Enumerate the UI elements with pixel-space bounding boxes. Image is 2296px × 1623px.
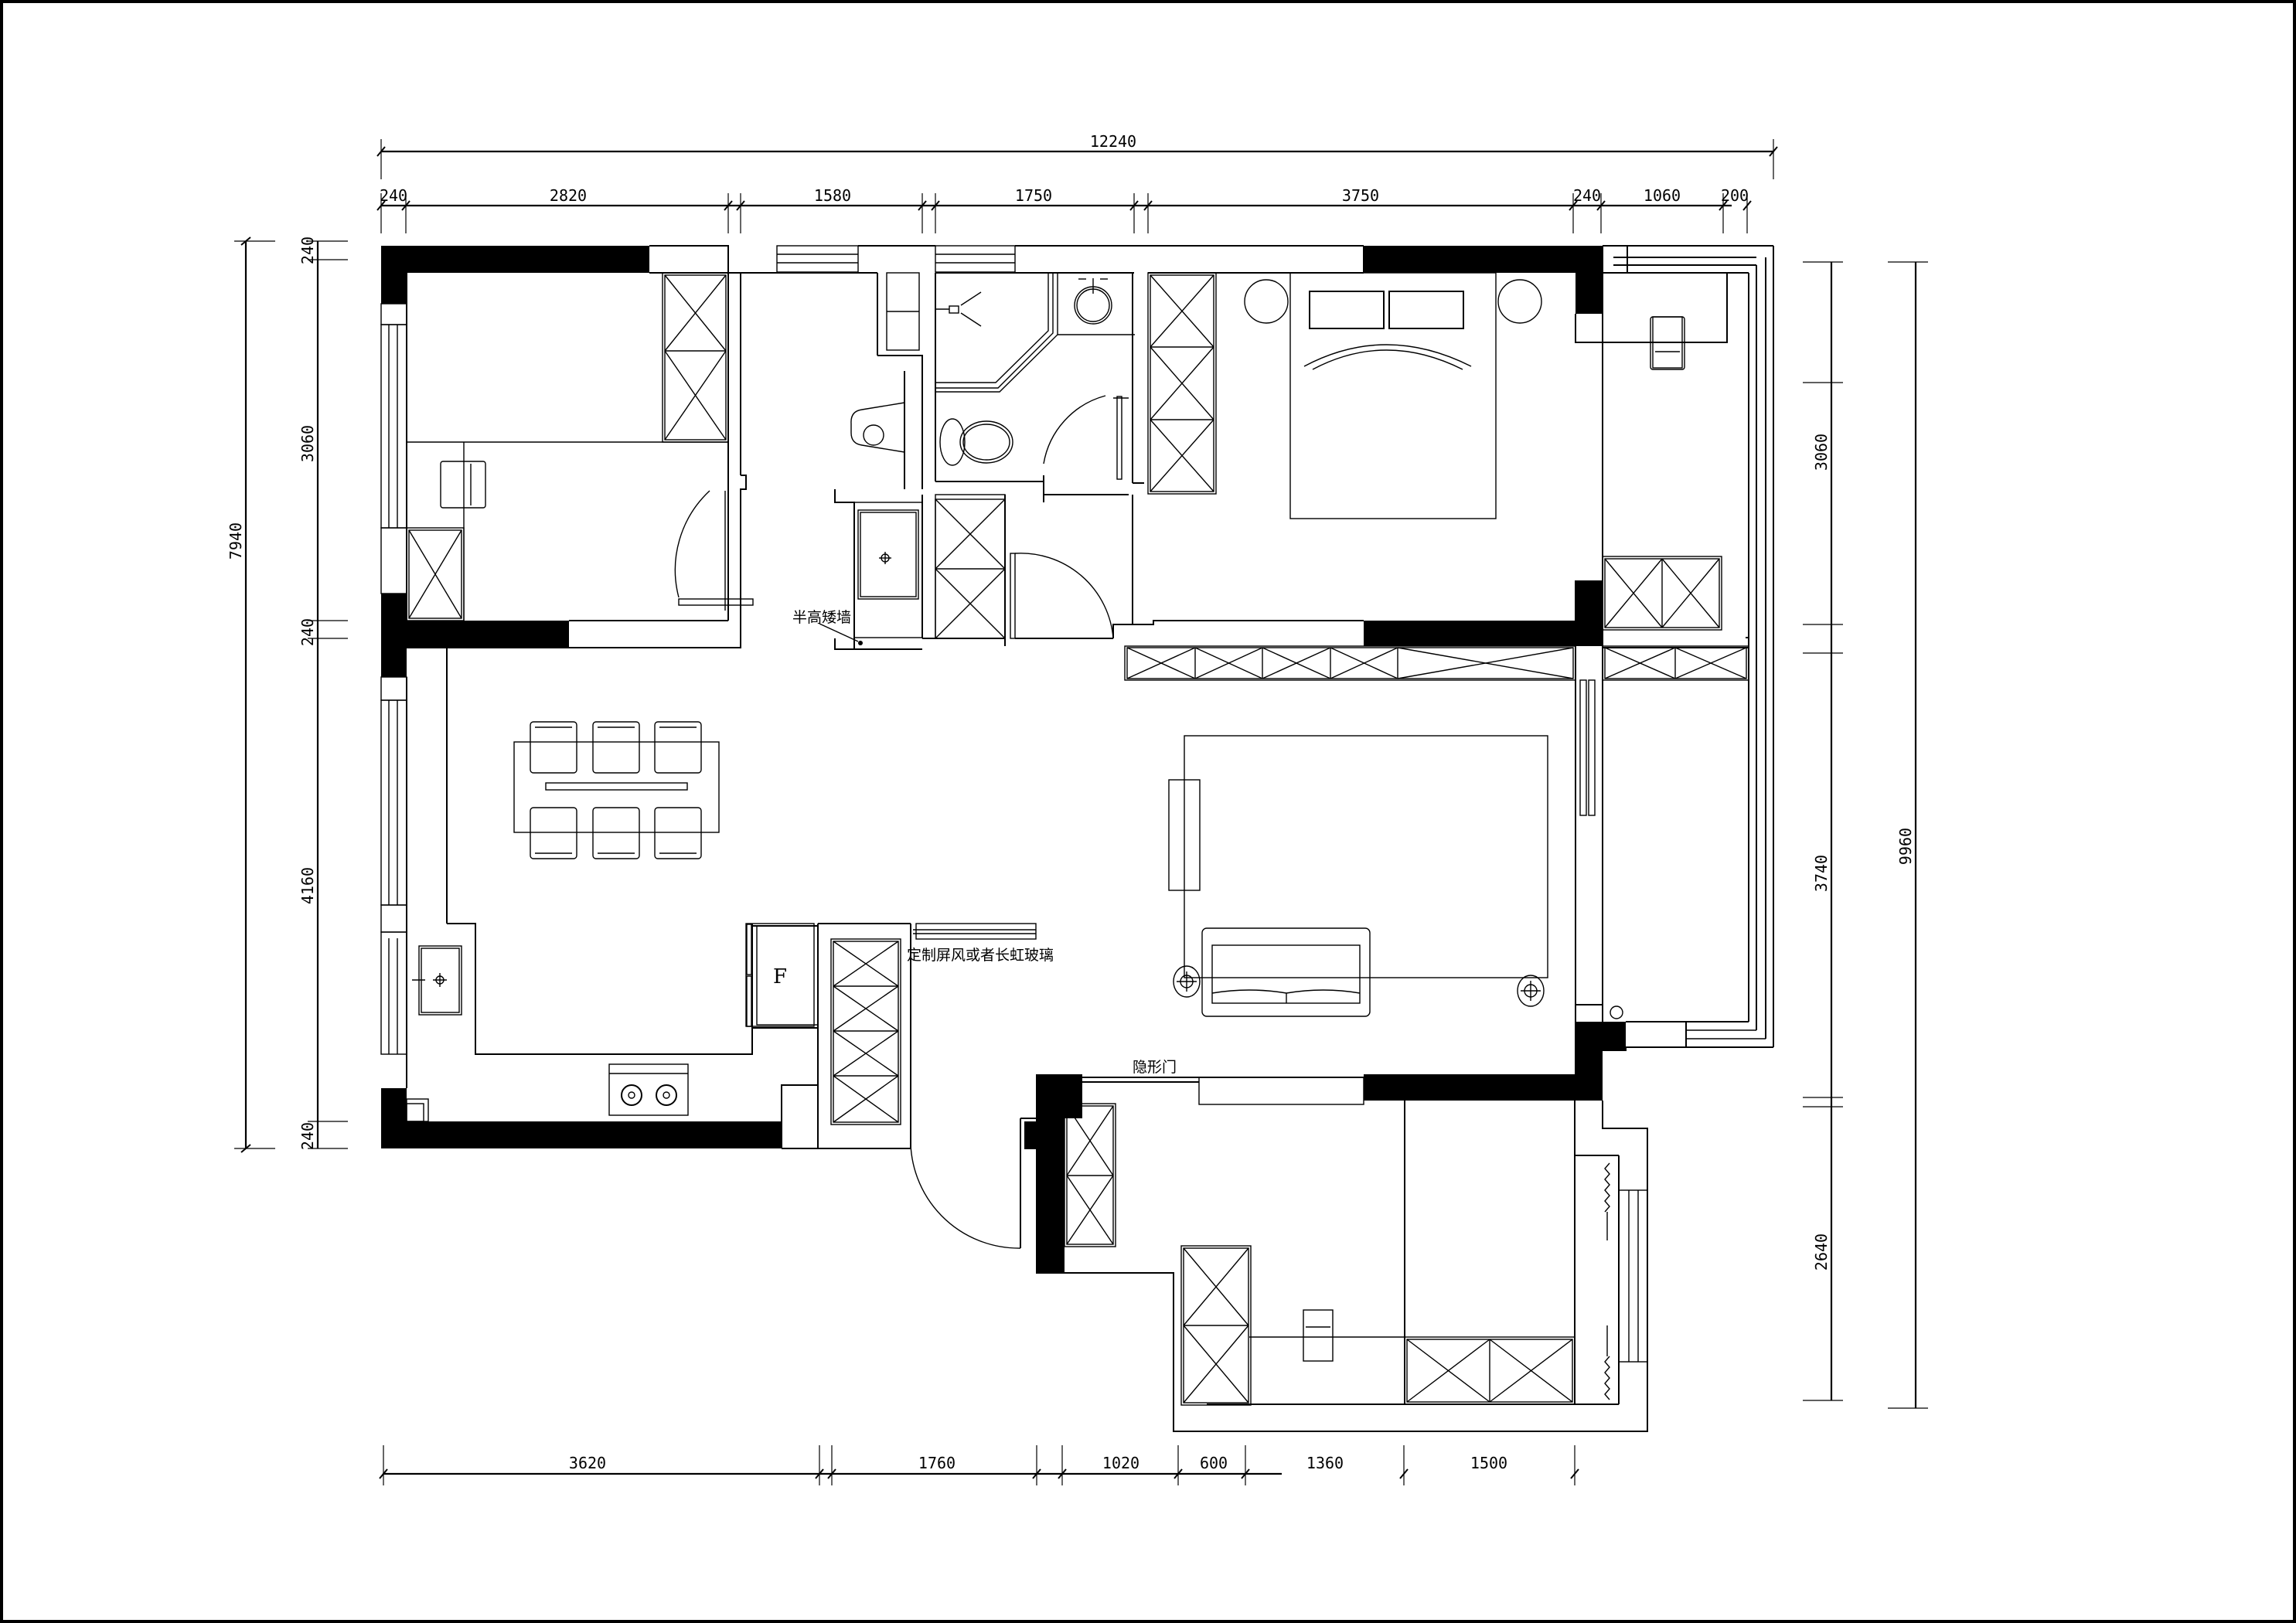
dimension-right-chain: 3060 3740 2640 — [1803, 261, 1843, 1401]
dim-top-2: 1580 — [814, 186, 851, 205]
dim-top-1: 2820 — [550, 186, 587, 205]
chair-nw-desk — [440, 461, 486, 509]
dim-top-0: 240 — [380, 186, 407, 205]
wardrobe-master — [1147, 272, 1217, 495]
cabinet-kitchen-tall — [830, 938, 901, 1125]
dimension-bottom-chain: 3620 1760 1020 600 1360 1500 — [379, 1445, 1579, 1485]
dim-right-2: 2640 — [1812, 1233, 1831, 1271]
custom-partition-label: 定制屏风或者长虹玻璃 — [907, 947, 1054, 964]
cabinet-nw-small — [406, 527, 465, 621]
dimension-right-total: 9960 — [1888, 261, 1928, 1409]
dimension-left-chain: 240 3060 240 4160 240 — [298, 236, 348, 1150]
dim-right-0: 3060 — [1812, 434, 1831, 471]
dim-bottom-3: 600 — [1200, 1454, 1228, 1472]
dim-top-4: 3750 — [1342, 186, 1379, 205]
dim-top-7: 200 — [1721, 186, 1749, 205]
kitchen-sink — [412, 945, 462, 1016]
wardrobe-master-lower — [1602, 556, 1722, 631]
dim-top-3: 1750 — [1015, 186, 1052, 205]
outline-walls: 半高矮墙 — [380, 245, 1774, 1432]
dim-bottom-2: 1020 — [1102, 1454, 1139, 1472]
dimension-left-total: 7940 — [227, 236, 275, 1153]
dim-left-0: 240 — [298, 236, 317, 264]
dim-left-3: 4160 — [298, 867, 317, 904]
master-bed — [1244, 272, 1542, 519]
cabinet-south-left — [1064, 1103, 1116, 1247]
dim-bottom-0: 3620 — [569, 1454, 606, 1472]
living-furniture — [1168, 735, 1548, 1017]
dim-left-2: 240 — [298, 618, 317, 646]
dim-top-5: 240 — [1573, 186, 1601, 205]
floor-lamp-right — [1517, 975, 1545, 1007]
dining-table — [513, 721, 720, 859]
wardrobe-nw — [662, 272, 729, 443]
cabinet-south-bottom — [1404, 1336, 1576, 1405]
structural-walls — [381, 246, 1626, 1273]
dining-chairs — [530, 721, 702, 859]
wardrobes — [406, 272, 1749, 1406]
fridge-label: F — [773, 965, 787, 988]
stove — [608, 1063, 689, 1116]
dim-top-6: 1060 — [1644, 186, 1681, 205]
half-height-wall-label: 半高矮墙 — [792, 609, 851, 626]
floor-lamp-left — [1173, 965, 1201, 998]
dim-bottom-5: 1500 — [1470, 1454, 1507, 1472]
chair-study — [1650, 316, 1685, 370]
cabinet-balcony — [1602, 645, 1749, 681]
hidden-door-label: 隐形门 — [1133, 1059, 1177, 1076]
fridge: F — [745, 923, 819, 1027]
rug — [1184, 735, 1548, 978]
dim-left-total-label: 7940 — [227, 522, 245, 560]
dimension-top-chain: 240 2820 1580 1750 3750 240 1060 200 — [376, 186, 1752, 233]
dim-left-4: 240 — [298, 1122, 317, 1150]
dim-right-total-label: 9960 — [1896, 828, 1915, 865]
side-console — [1168, 779, 1201, 891]
cabinet-living-long — [1124, 645, 1576, 681]
dim-bottom-1: 1760 — [918, 1454, 956, 1472]
dim-top-total-label: 12240 — [1090, 132, 1136, 151]
wardrobe-south-mid — [1180, 1245, 1252, 1406]
dim-bottom-4: 1360 — [1306, 1454, 1344, 1472]
sofa — [1201, 927, 1371, 1017]
dim-left-1: 3060 — [298, 425, 317, 462]
cabinet-corridor — [935, 498, 1006, 639]
dim-right-1: 3740 — [1812, 855, 1831, 892]
dimension-top-total: 12240 — [376, 132, 1778, 179]
